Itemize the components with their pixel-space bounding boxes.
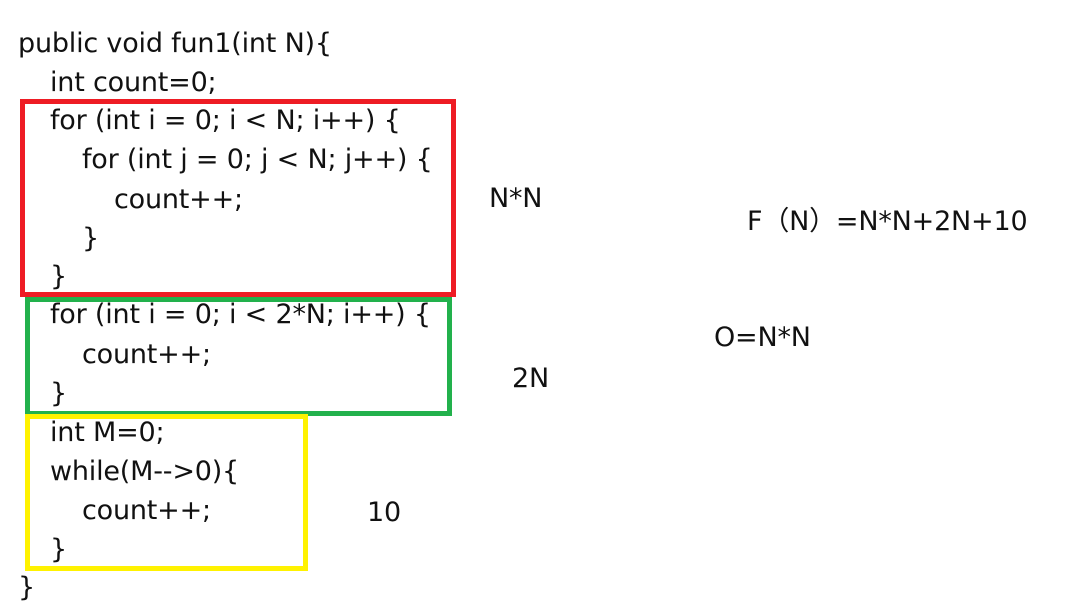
single-loop-cost-label: 2N <box>512 363 549 394</box>
inner-close-brace: } <box>82 223 99 254</box>
m-declaration-line: int M=0; <box>50 417 165 448</box>
while-loop-line: while(M-->0){ <box>50 456 240 487</box>
nested-loop-highlight-box <box>20 99 456 297</box>
while-count-line: count++; <box>82 495 211 526</box>
big-o-label: O=N*N <box>714 322 811 353</box>
while-close-brace: } <box>50 534 67 565</box>
count-declaration-line: int count=0; <box>50 67 217 98</box>
second-count-line: count++; <box>82 339 211 370</box>
outer-for-line: for (int i = 0; i < N; i++) { <box>50 105 401 136</box>
while-loop-highlight-box <box>25 414 308 571</box>
inner-count-line: count++; <box>114 184 243 215</box>
single-loop-highlight-box <box>25 297 452 416</box>
second-for-line: for (int i = 0; i < 2*N; i++) { <box>50 299 431 330</box>
nested-loop-cost-label: N*N <box>489 183 543 214</box>
second-close-brace: } <box>50 378 67 409</box>
while-loop-cost-label: 10 <box>367 497 401 528</box>
function-signature-line: public void fun1(int N){ <box>18 28 332 59</box>
inner-for-line: for (int j = 0; j < N; j++) { <box>82 144 433 175</box>
function-close-brace: } <box>18 572 35 603</box>
time-function-label: F（N）=N*N+2N+10 <box>747 206 1028 237</box>
outer-close-brace: } <box>50 261 67 292</box>
